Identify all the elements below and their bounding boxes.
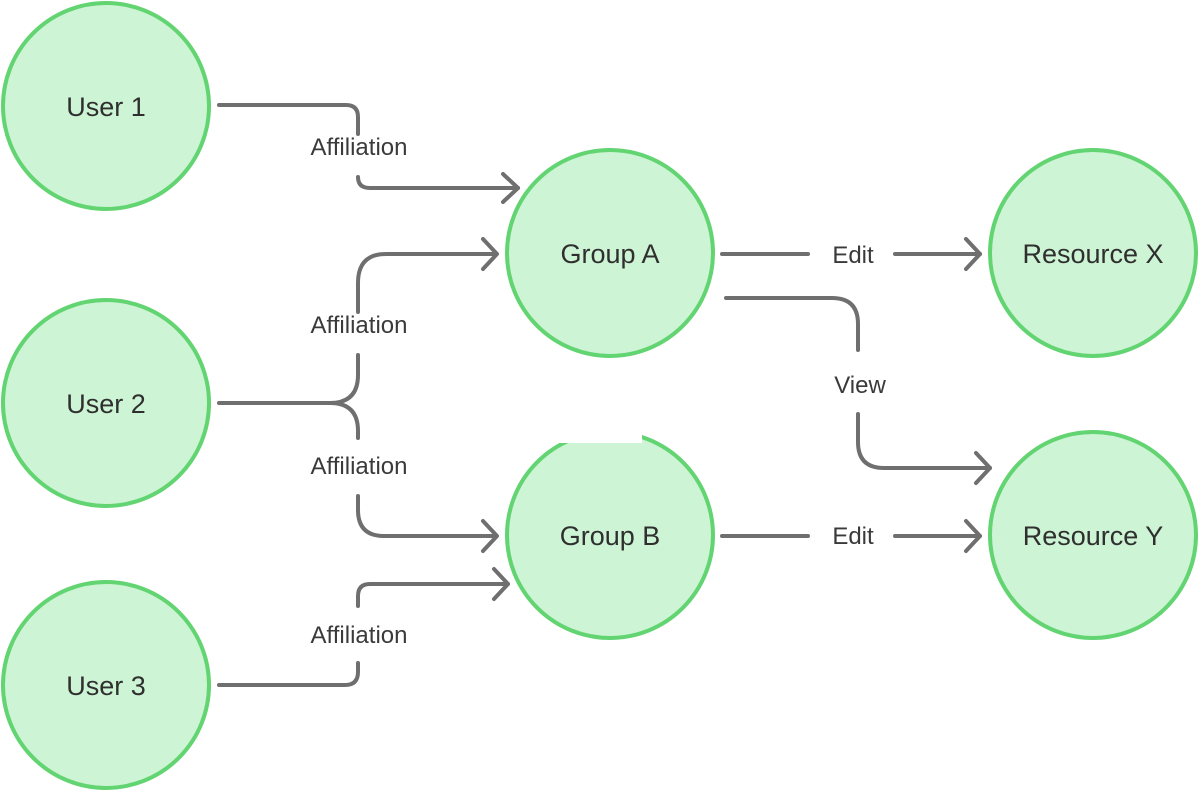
arrowhead-icon [481, 519, 499, 553]
node-label: Resource Y [1023, 521, 1164, 551]
node-label: Group A [560, 239, 659, 269]
edge-label-user3-groupB: Affiliation [311, 622, 408, 649]
node-group-b: Group B [505, 430, 715, 640]
node-label: User 3 [66, 671, 146, 701]
arrowhead-icon [964, 237, 982, 271]
arrowhead-icon [492, 567, 510, 601]
edge-label-user1-groupA: Affiliation [311, 134, 408, 161]
node-label: User 1 [66, 92, 146, 122]
node-label: Resource X [1022, 239, 1163, 269]
arrowhead-icon [964, 519, 982, 553]
arrowhead-icon [974, 451, 992, 485]
edge-user2-groupB [328, 401, 499, 553]
edge-label-user2-groupB: Affiliation [311, 453, 408, 480]
node-notch [560, 426, 642, 443]
edge-user3-groupB [217, 567, 510, 687]
node-user-1: User 1 [1, 1, 211, 211]
edge-label-groupA-resourceY: View [834, 372, 886, 399]
node-label: Group B [560, 521, 661, 551]
node-group-a: Group A [505, 148, 715, 358]
node-user-2: User 2 [1, 298, 211, 508]
edge-groupB-resourceY [720, 519, 982, 553]
node-label: User 2 [66, 389, 146, 419]
edge-label-groupB-resourceY: Edit [832, 523, 874, 550]
edge-groupA-resourceY [724, 296, 992, 485]
node-user-3: User 3 [1, 580, 211, 790]
edge-user1-groupA [217, 103, 520, 204]
arrowhead-icon [501, 172, 520, 204]
node-resource-y: Resource Y [988, 430, 1198, 640]
arrowhead-icon [481, 237, 499, 271]
edge-label-groupA-resourceX: Edit [832, 242, 874, 269]
edge-groupA-resourceX [720, 237, 982, 271]
node-resource-x: Resource X [988, 148, 1198, 358]
edge-label-user2-groupA: Affiliation [311, 312, 408, 339]
